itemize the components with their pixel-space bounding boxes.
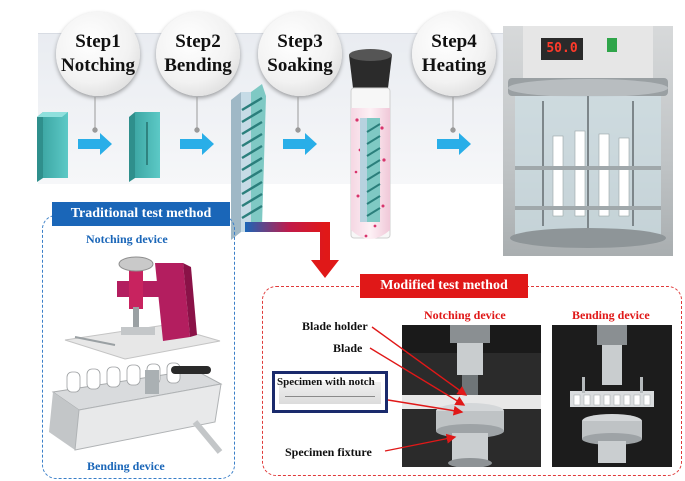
soaking-test-tube (349, 49, 392, 239)
modified-notching-label: Notching device (424, 308, 506, 322)
step-3-name: Soaking (267, 55, 333, 76)
traditional-method-title: Traditional test method (52, 202, 230, 226)
step-2-circle: Step2 Bending (156, 12, 240, 96)
blade-holder-label: Blade holder (302, 319, 368, 333)
bent-specimen-fixture (231, 84, 266, 240)
temperature-display: 50.0 (546, 41, 578, 56)
modified-bending-device-photo (552, 325, 672, 467)
heating-bath-photo: 50.0 (503, 26, 673, 256)
process-arrows (78, 133, 471, 155)
blade-label: Blade (333, 341, 363, 355)
specimen-fixture-label: Specimen fixture (285, 445, 372, 459)
traditional-notching-device-illustration (64, 256, 221, 360)
step-4-number: Step4 (431, 31, 477, 52)
step-1-number: Step1 (75, 31, 121, 52)
step-2-number: Step2 (175, 31, 221, 52)
step-3-circle: Step3 Soaking (258, 12, 342, 96)
modified-bending-label: Bending device (572, 308, 650, 322)
process-flow-diagram (37, 49, 471, 240)
traditional-notching-label: Notching device (86, 232, 168, 246)
notched-specimen-photo (279, 382, 381, 404)
notched-specimen-inset: Specimen with notch (272, 371, 388, 413)
method-transition-arrow (245, 222, 339, 278)
notch-line (285, 396, 375, 397)
step-connector-lines (92, 97, 456, 133)
traditional-bending-device-illustration (49, 362, 223, 454)
step-2-name: Bending (164, 55, 232, 76)
step-1-name: Notching (61, 55, 135, 76)
modified-notching-device-drawing (402, 325, 541, 467)
plain-specimen (37, 112, 68, 182)
modified-bending-device-drawing (552, 325, 672, 467)
step-4-name: Heating (421, 55, 487, 76)
step-1-circle: Step1 Notching (56, 12, 140, 96)
notched-specimen (129, 112, 160, 182)
specimen-with-notch-label: Specimen with notch (277, 376, 375, 388)
step-4-circle: Step4 Heating (412, 12, 496, 96)
step-3-number: Step3 (277, 31, 323, 52)
heating-bath-drawing (508, 26, 668, 248)
modified-method-title: Modified test method (360, 274, 528, 298)
traditional-bending-label: Bending device (87, 459, 165, 473)
